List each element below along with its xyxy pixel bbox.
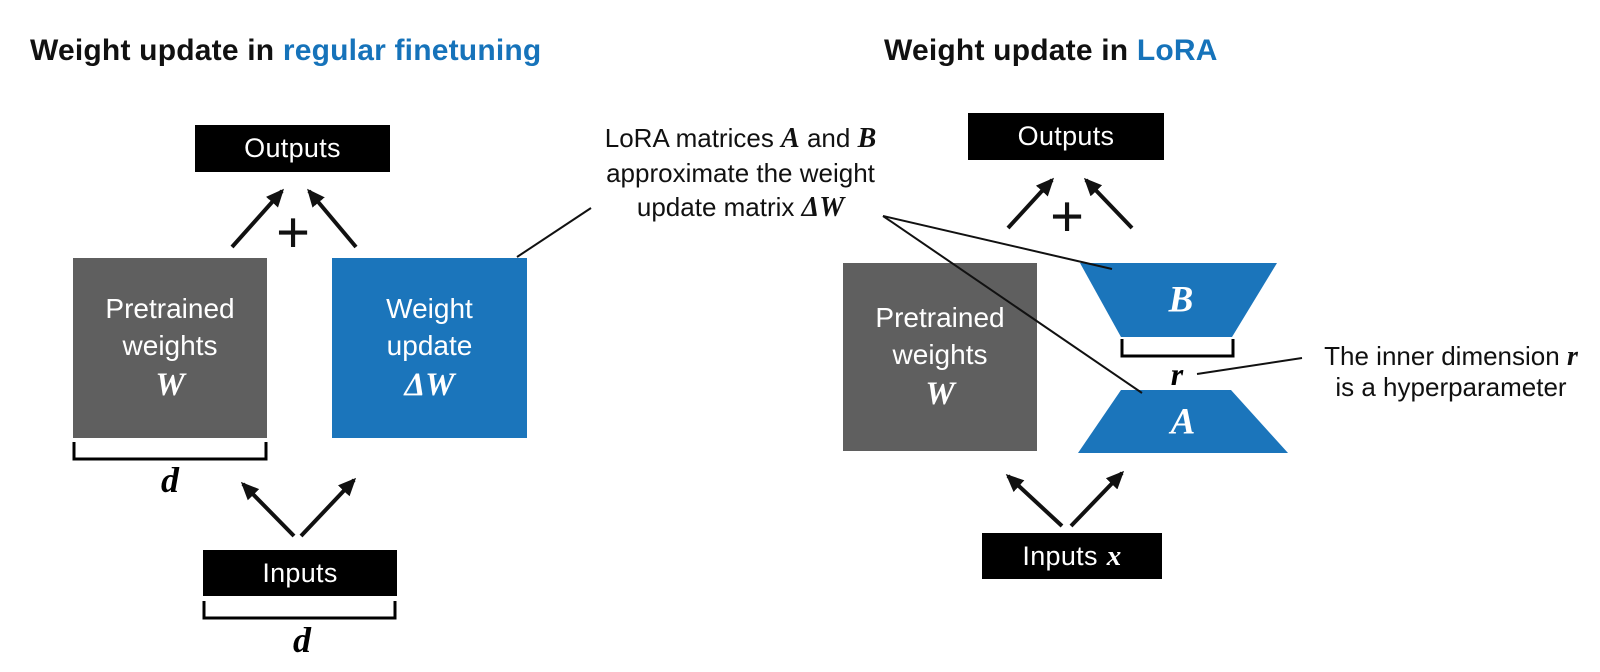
right-outputs-box: Outputs: [968, 113, 1164, 160]
right-title: Weight update in LoRA: [884, 34, 1218, 68]
arrow-inputs-to-update-left: [299, 477, 357, 538]
arrow-update-to-outputs-left: [307, 188, 358, 249]
right-inputs-box: Inputs x: [982, 533, 1162, 579]
bracket-r: [1120, 339, 1235, 358]
pointer-from-r-to-text: [1196, 357, 1303, 375]
right-outputs-label: Outputs: [1017, 121, 1115, 151]
left-title-highlight: regular finetuning: [282, 34, 542, 67]
dim-d-weights-label: d: [161, 460, 179, 500]
left-outputs-box: Outputs: [195, 125, 390, 172]
callout-line3: update matrix ΔW: [636, 192, 845, 223]
right-title-prefix: Weight update in: [884, 34, 1137, 67]
r-symbol: r: [1566, 341, 1578, 372]
weight-update-box: Weight update ΔW: [332, 258, 527, 438]
delta-w-symbol: ΔW: [801, 192, 845, 223]
pretrained-w-symbol: W: [155, 367, 185, 403]
pretrained-w-symbol: W: [925, 376, 955, 412]
a-symbol: A: [781, 123, 800, 154]
inputs-x-symbol: x: [1106, 539, 1122, 572]
arrow-inputs-to-a-right: [1069, 470, 1125, 528]
lora-matrices-callout: LoRA matrices A and B approximate the we…: [558, 121, 923, 225]
pretrained-line2: weights: [122, 330, 218, 361]
right-pretrained-weights-box: Pretrained weights W: [843, 263, 1037, 451]
right-title-highlight: LoRA: [1136, 34, 1218, 67]
right-inputs-label: Inputs: [1022, 540, 1098, 571]
left-title: Weight update in regular finetuning: [30, 34, 541, 68]
weight-update-line1: Weight: [386, 293, 473, 324]
pretrained-line1: Pretrained: [105, 293, 235, 324]
arrow-inputs-to-pretrained-right: [1005, 473, 1064, 528]
bracket-d-weights: [72, 442, 268, 461]
left-outputs-label: Outputs: [244, 133, 341, 163]
left-plus-sign: +: [276, 200, 310, 265]
callout-line1: The inner dimension r: [1324, 341, 1578, 372]
callout-line2: approximate the weight: [606, 158, 875, 188]
delta-w-symbol: ΔW: [404, 367, 455, 403]
left-title-prefix: Weight update in: [30, 34, 283, 67]
left-pretrained-weights-box: Pretrained weights W: [73, 258, 267, 438]
dim-d-inputs-label: d: [293, 620, 311, 660]
left-inputs-label: Inputs: [262, 557, 338, 588]
pretrained-line1: Pretrained: [875, 302, 1005, 333]
arrow-pretrained-to-outputs-left: [230, 188, 284, 249]
callout-line2: is a hyperparameter: [1335, 372, 1567, 402]
callout-line1: LoRA matrices A and B: [604, 123, 877, 154]
weight-update-line2: update: [386, 330, 473, 361]
right-plus-sign: +: [1050, 184, 1084, 249]
arrow-ba-to-outputs-right: [1083, 177, 1134, 230]
arrow-inputs-to-pretrained-left: [240, 481, 296, 538]
dim-r-label: r: [1170, 356, 1184, 392]
b-symbol: B: [857, 123, 877, 154]
left-inputs-box: Inputs: [203, 550, 397, 596]
inner-dimension-callout: The inner dimension r is a hyperparamete…: [1305, 341, 1597, 403]
bracket-d-inputs: [202, 601, 397, 620]
arrow-pretrained-to-outputs-right: [1006, 177, 1055, 230]
matrix-a-label: A: [1170, 401, 1196, 443]
matrix-b-label: B: [1168, 279, 1194, 321]
pretrained-line2: weights: [892, 339, 988, 370]
